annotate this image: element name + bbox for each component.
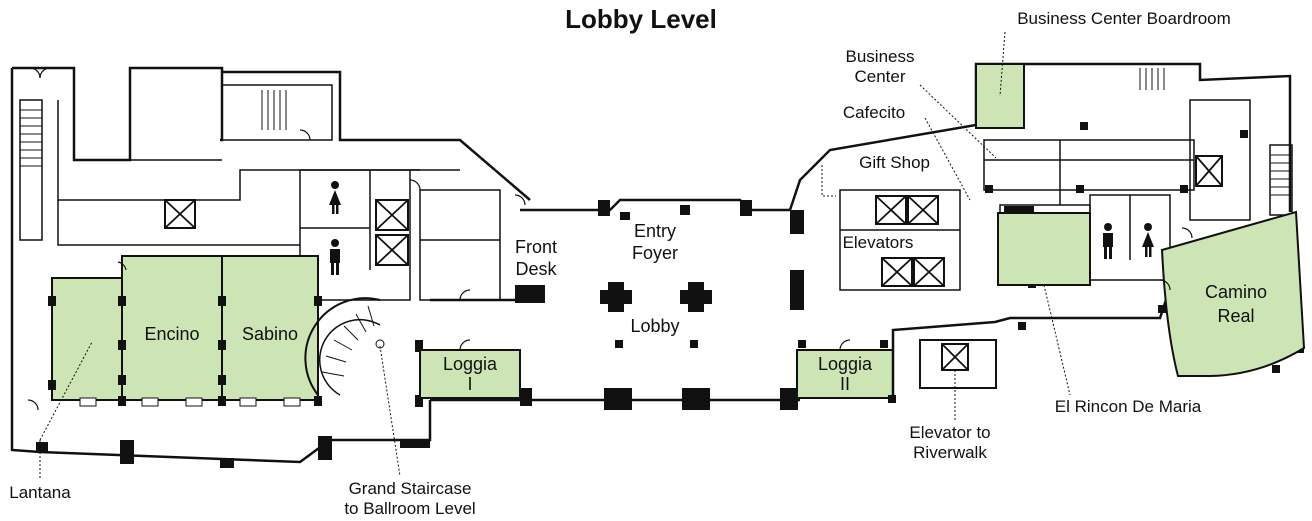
room-sabino[interactable]: Sabino xyxy=(221,255,319,401)
room-encino-label: Encino xyxy=(144,324,199,344)
door-swings xyxy=(27,67,1193,411)
left-wing xyxy=(10,66,531,464)
room-camino-real[interactable]: Camino Real xyxy=(1160,210,1306,377)
leader-lines xyxy=(39,31,1071,478)
grand-staircase-label-line1: Grand Staircase xyxy=(349,479,472,498)
loggia-ii-label-line1: Loggia xyxy=(818,354,873,374)
el-rincon-label: El Rincon De Maria xyxy=(1055,397,1202,416)
right-wing xyxy=(788,62,1304,403)
elevator-icon xyxy=(919,339,997,389)
gift-shop-label: Gift Shop xyxy=(859,153,930,172)
loggia-i-label-line2: I xyxy=(467,374,472,394)
front-desk-label-line1: Front xyxy=(515,237,557,257)
room-lantana[interactable] xyxy=(51,277,123,401)
pillars-left xyxy=(36,296,430,468)
entry-foyer-label-line1: Entry xyxy=(634,221,676,241)
business-center-label-line1: Business xyxy=(846,47,915,66)
room-loggia-ii[interactable]: Loggia II xyxy=(796,349,894,399)
elevator-riverwalk-label-line1: Elevator to xyxy=(909,423,990,442)
lantana-label: Lantana xyxy=(9,483,71,502)
entry-foyer-label-line2: Foyer xyxy=(632,243,678,263)
stairs-icon xyxy=(261,90,287,130)
map-title: Lobby Level xyxy=(565,4,717,34)
central-lobby: Front Desk Entry Foyer Lobby xyxy=(415,198,804,410)
restroom-men-icon xyxy=(330,239,340,275)
elevators-label: Elevators xyxy=(843,233,914,252)
loggia-i-label-line1: Loggia xyxy=(443,354,498,374)
cafecito-label: Cafecito xyxy=(843,103,905,122)
business-center-label-line2: Center xyxy=(854,67,905,86)
pillars-center xyxy=(415,282,798,410)
room-el-rincon-de-maria[interactable] xyxy=(997,212,1091,286)
elevator-icon xyxy=(375,199,409,266)
room-sabino-label: Sabino xyxy=(242,324,298,344)
stairs-icon xyxy=(1269,144,1293,216)
stairs-icon xyxy=(1139,68,1165,90)
business-center-boardroom-label: Business Center Boardroom xyxy=(1017,9,1231,28)
stairs-icon xyxy=(19,99,43,241)
grand-staircase-label-line2: to Ballroom Level xyxy=(344,499,475,518)
doors-left xyxy=(79,397,301,407)
elevator-riverwalk-label-line2: Riverwalk xyxy=(913,443,987,462)
restroom-women-icon xyxy=(1142,223,1154,257)
restroom-men-icon xyxy=(1103,223,1113,259)
camino-real-label-line2: Real xyxy=(1217,306,1254,326)
grand-staircase[interactable] xyxy=(304,297,385,396)
restroom-women-icon xyxy=(329,181,341,214)
room-loggia-i[interactable]: Loggia I xyxy=(419,349,521,399)
elevator-icon xyxy=(875,155,1223,287)
room-encino[interactable]: Encino xyxy=(121,255,223,401)
elevator-icon xyxy=(164,199,196,229)
loggia-ii-label-line2: II xyxy=(840,374,850,394)
front-desk-label-line2: Desk xyxy=(515,259,557,279)
camino-real-label-line1: Camino xyxy=(1205,282,1267,302)
lobby-label: Lobby xyxy=(630,316,679,336)
